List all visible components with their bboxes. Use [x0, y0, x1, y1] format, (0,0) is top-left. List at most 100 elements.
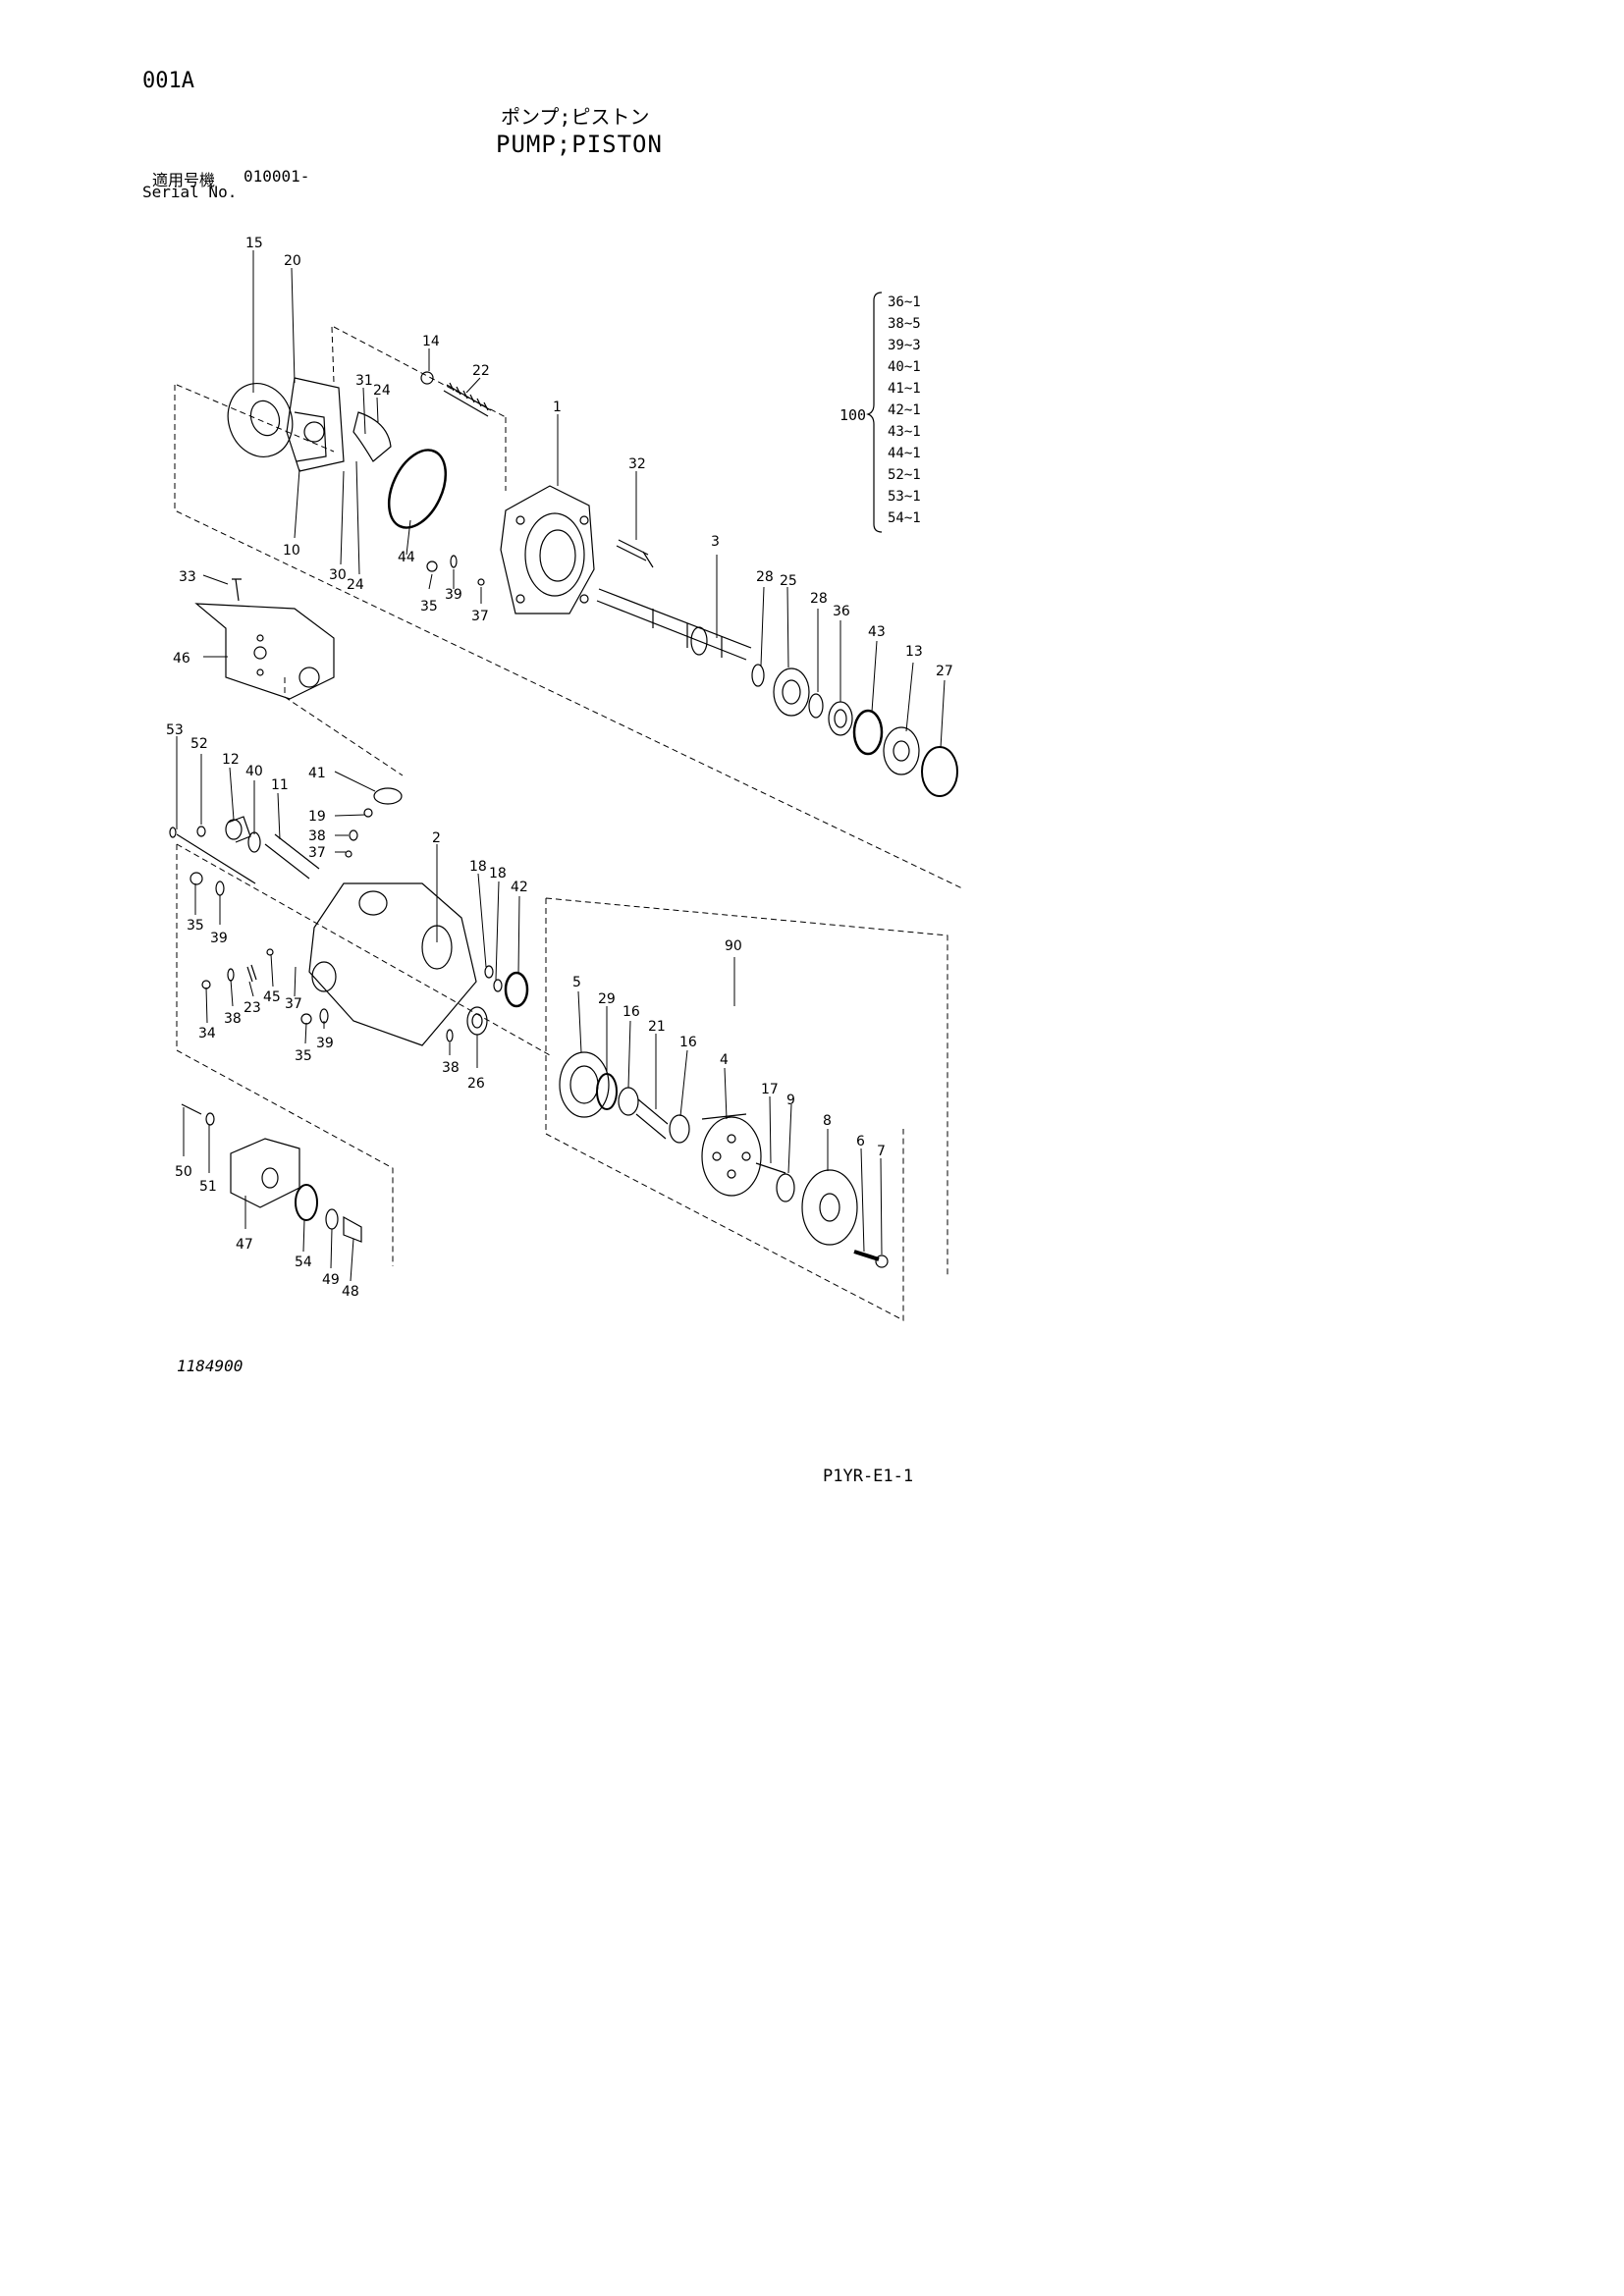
- callout-14: 14: [422, 334, 440, 349]
- valve-block-2: [308, 882, 477, 1046]
- callout-labels: 15 20 14 22 31 24 1 32 10 30 24 44 35 39…: [166, 236, 953, 1300]
- snap-ring-29: [596, 1073, 618, 1110]
- callout-4: 4: [720, 1052, 729, 1068]
- kit-item: 43~1: [888, 424, 921, 440]
- callout-18: 18: [489, 866, 507, 881]
- callout-37: 37: [308, 845, 326, 861]
- callout-23: 23: [244, 1000, 261, 1016]
- callout-9: 9: [786, 1093, 795, 1108]
- kit-item: 40~1: [888, 359, 921, 375]
- callout-7: 7: [877, 1144, 886, 1159]
- o-ring-39: [450, 555, 458, 568]
- callout-33: 33: [179, 569, 196, 585]
- snap-ring-27: [921, 746, 958, 797]
- bolt-32: [616, 539, 654, 568]
- spring-22: [420, 371, 492, 417]
- pin-37: [477, 578, 485, 586]
- callout-8: 8: [823, 1113, 832, 1129]
- callout-2: 2: [432, 830, 441, 846]
- exploded-parts-diagram: 15 20 14 22 31 24 1 32 10 30 24 44 35 39…: [166, 236, 963, 1321]
- assembly-guide-lines: [174, 326, 963, 1321]
- drive-shaft-3: [596, 588, 752, 661]
- callout-30: 30: [329, 567, 347, 583]
- o-ring-40: [247, 831, 261, 853]
- callout-6: 6: [856, 1134, 865, 1149]
- plug-52: [196, 826, 206, 837]
- plug-34: [201, 980, 211, 989]
- cylinder-block-4: [701, 1113, 762, 1197]
- pin-17: [755, 1162, 786, 1174]
- pin-18b: [493, 979, 503, 992]
- callout-27: 27: [936, 664, 953, 679]
- sheet-id: 001A: [142, 69, 194, 93]
- kit-item: 36~1: [888, 294, 921, 310]
- kit-brace: [866, 292, 883, 533]
- snap-ring-28b: [808, 693, 824, 719]
- o-ring-54: [295, 1184, 318, 1221]
- callout-28: 28: [756, 569, 774, 585]
- callout-90: 90: [725, 938, 742, 954]
- regulator-46: [194, 603, 335, 700]
- page-code: P1YR-E1-1: [823, 1467, 914, 1486]
- swash-block-20: [286, 377, 345, 472]
- bearing-25: [773, 667, 810, 717]
- kit-item: 38~5: [888, 316, 921, 332]
- cover-13: [883, 726, 920, 775]
- callout-35: 35: [420, 599, 438, 614]
- callout-17: 17: [761, 1082, 779, 1097]
- pin-45: [266, 948, 274, 956]
- callout-16: 16: [679, 1035, 697, 1050]
- callout-40: 40: [245, 764, 263, 779]
- callout-34: 34: [198, 1026, 216, 1041]
- bolt-50: [181, 1103, 202, 1115]
- kit-item: 53~1: [888, 489, 921, 505]
- callout-25: 25: [780, 573, 797, 589]
- callout-38: 38: [308, 828, 326, 844]
- bushing-26: [466, 1006, 488, 1036]
- callout-15: 15: [245, 236, 263, 251]
- plug-35: [426, 561, 438, 572]
- callout-24: 24: [347, 577, 364, 593]
- kit-item: 42~1: [888, 402, 921, 418]
- pin-53: [176, 833, 256, 884]
- title-japanese: ポンプ;ピストン: [501, 105, 650, 129]
- callout-22: 22: [472, 363, 490, 379]
- callout-24: 24: [373, 383, 391, 399]
- o-ring-43: [852, 709, 884, 756]
- callout-53: 53: [166, 722, 184, 738]
- kit-number: 100: [839, 406, 867, 424]
- title-english: PUMP;PISTON: [496, 131, 663, 158]
- kit-item: 52~1: [888, 467, 921, 483]
- callout-12: 12: [222, 752, 240, 768]
- callout-38: 38: [224, 1011, 242, 1027]
- o-ring-38a: [349, 829, 358, 841]
- serial-label-japanese: 適用号機: [152, 171, 216, 189]
- spring-21: [635, 1098, 669, 1140]
- callout-10: 10: [283, 543, 300, 559]
- seal-36: [828, 701, 853, 736]
- callout-3: 3: [711, 534, 720, 550]
- o-ring-42: [504, 971, 529, 1008]
- plug-35b: [189, 872, 203, 885]
- pin-18a: [484, 965, 494, 979]
- kit-item: 39~3: [888, 338, 921, 353]
- callout-42: 42: [511, 880, 528, 895]
- o-ring-38b: [227, 968, 235, 982]
- callout-31: 31: [355, 373, 373, 389]
- snap-ring-28a: [751, 664, 765, 687]
- shoe-7: [875, 1255, 889, 1268]
- shoe-24: [352, 411, 392, 462]
- bolt-33: [232, 578, 242, 602]
- callout-16: 16: [623, 1004, 640, 1020]
- callout-18: 18: [469, 859, 487, 875]
- callout-38: 38: [442, 1060, 460, 1076]
- spherical-bushing-9: [776, 1173, 795, 1202]
- callout-37: 37: [471, 609, 489, 624]
- callout-35: 35: [295, 1048, 312, 1064]
- kit-item: 44~1: [888, 446, 921, 461]
- callout-51: 51: [199, 1179, 217, 1195]
- o-ring-44: [387, 449, 448, 529]
- pump-housing-1: [500, 485, 595, 614]
- callout-45: 45: [263, 989, 281, 1005]
- washer-16a: [618, 1087, 639, 1116]
